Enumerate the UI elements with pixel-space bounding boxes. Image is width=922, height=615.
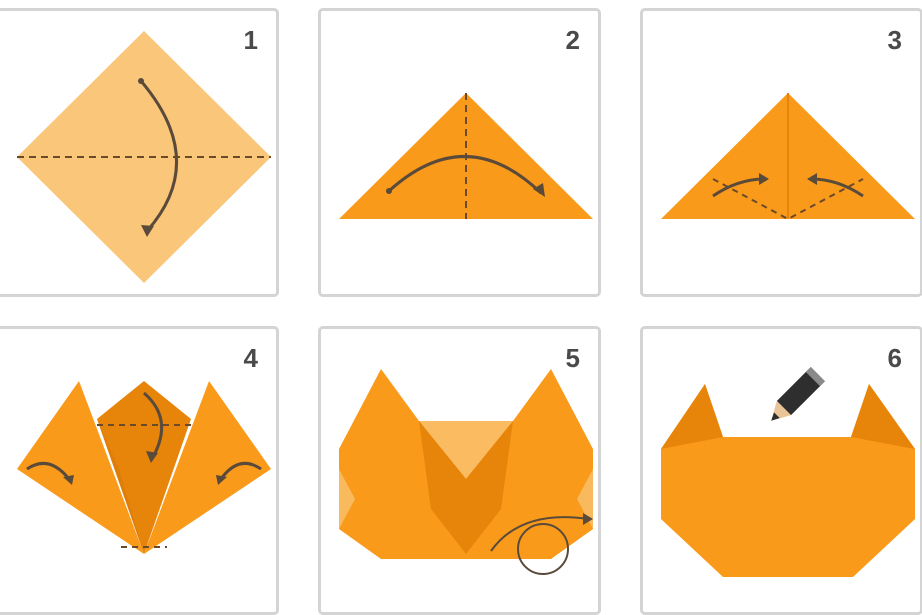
arrow-head bbox=[807, 173, 817, 185]
arrow-start bbox=[138, 78, 144, 84]
arrow-head bbox=[583, 513, 593, 525]
step-number: 5 bbox=[565, 343, 580, 373]
top-fold bbox=[419, 421, 513, 479]
step-6-panel: 6 bbox=[640, 326, 922, 615]
fold-arrow-icon bbox=[387, 155, 543, 195]
step-3-panel: 3 bbox=[640, 8, 922, 297]
fold-arrow-icon bbox=[139, 80, 178, 232]
arrow-head bbox=[216, 475, 227, 485]
right-cheek-fold bbox=[577, 469, 593, 529]
left-cheek-fold bbox=[339, 469, 355, 529]
step-6-diagram bbox=[661, 367, 915, 577]
step-5-diagram bbox=[339, 369, 593, 575]
right-ear-inner bbox=[851, 384, 915, 449]
fold-arrow-icon bbox=[490, 516, 590, 552]
right-flap bbox=[144, 381, 271, 554]
step-4-diagram bbox=[17, 381, 271, 554]
step-number: 1 bbox=[243, 25, 258, 55]
step-1-diagram bbox=[17, 31, 271, 283]
fold-circle-icon bbox=[517, 523, 569, 575]
arrow-start bbox=[386, 188, 392, 194]
arrow-head bbox=[759, 173, 769, 185]
pencil-eraser bbox=[805, 367, 825, 387]
step-5-panel: 5 bbox=[318, 326, 601, 615]
pencil-icon bbox=[771, 367, 825, 421]
fold-arrow-icon bbox=[26, 461, 71, 480]
arrow-head bbox=[141, 225, 154, 237]
left-flap bbox=[17, 381, 144, 554]
step-4-panel: 4 bbox=[0, 326, 279, 615]
pencil-body bbox=[776, 367, 825, 416]
arrow-head bbox=[533, 183, 545, 197]
flap-shadow bbox=[97, 419, 144, 554]
arrow-head bbox=[63, 475, 74, 485]
step-2-panel: 2 bbox=[318, 8, 601, 297]
step-number: 6 bbox=[887, 343, 902, 373]
step-2-diagram bbox=[339, 93, 593, 219]
fold-arrow-icon bbox=[219, 461, 262, 480]
step-1-panel: 1 bbox=[0, 8, 279, 297]
step-number: 2 bbox=[565, 25, 580, 55]
fox-face bbox=[661, 384, 915, 577]
step-3-diagram bbox=[661, 93, 915, 221]
center-shadow-left bbox=[419, 421, 466, 554]
arrow-head bbox=[146, 451, 158, 463]
step-number: 4 bbox=[243, 343, 258, 373]
center-shadow-right bbox=[466, 421, 513, 554]
left-ear-inner bbox=[661, 384, 723, 449]
fold-arrow-icon bbox=[143, 391, 164, 458]
step-number: 3 bbox=[887, 25, 902, 55]
